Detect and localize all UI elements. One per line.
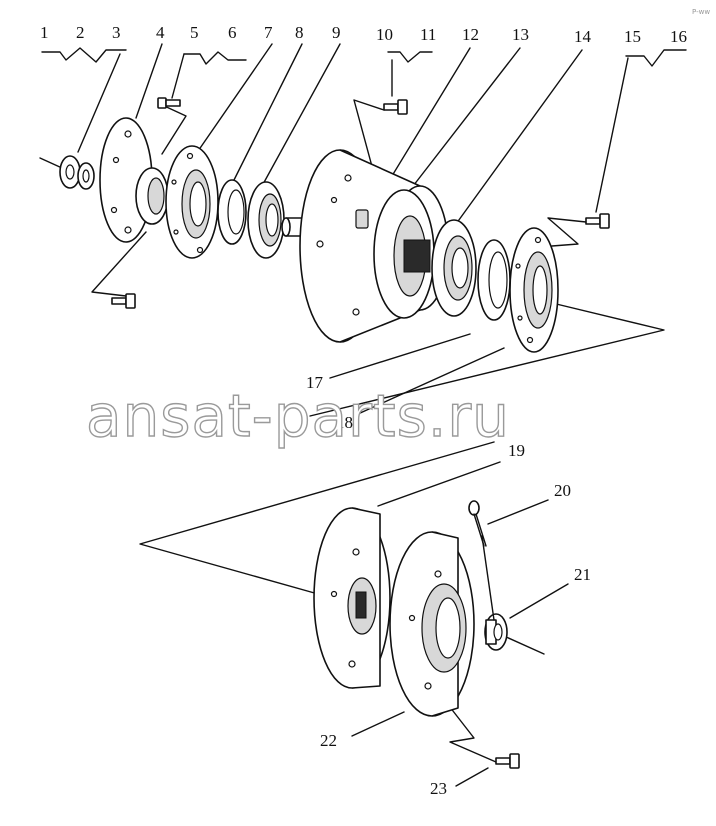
leader-21	[509, 583, 569, 619]
leader-14	[455, 49, 583, 225]
bolt-lower-left	[111, 293, 136, 309]
cotter-pin-20	[468, 500, 487, 547]
flange-plate	[165, 145, 219, 259]
leader-7	[195, 43, 273, 155]
axis-lower-right	[503, 635, 545, 655]
leader-9	[261, 43, 341, 187]
sleeve-13	[373, 189, 435, 319]
callout-12: 12	[462, 25, 479, 44]
callout-11: 11	[420, 25, 436, 44]
callout-4: 4	[156, 23, 165, 42]
callout-labels: 1 2 3 4 5 6 7 8 9 10 11 12 13 14 15 16 1…	[40, 23, 687, 798]
callout-9: 9	[332, 23, 341, 42]
leader-8	[233, 43, 303, 181]
mating-flange-22	[389, 531, 475, 717]
callout-22: 22	[320, 731, 337, 750]
leader-lines	[39, 43, 687, 787]
end-cover	[509, 227, 559, 353]
callout-21: 21	[574, 565, 591, 584]
callout-5: 5	[190, 23, 199, 42]
leader-13	[409, 47, 521, 191]
bolt-15-pointer	[547, 217, 587, 247]
bolt-5	[157, 97, 181, 109]
ring-8	[217, 179, 247, 245]
callout-15: 15	[624, 27, 641, 46]
callout-8: 8	[295, 23, 304, 42]
leader-20	[487, 499, 549, 525]
callout-10: 10	[376, 25, 393, 44]
callout-23: 23	[430, 779, 447, 798]
bolt-5-pointer	[159, 103, 187, 155]
axis-upper-right	[309, 301, 665, 417]
bolt-15	[585, 213, 610, 229]
lower-assembly	[313, 500, 520, 769]
ring-upper	[477, 239, 511, 321]
corner-mark: P-ww	[692, 8, 710, 16]
leader-10-11	[387, 51, 433, 63]
upper-assembly	[59, 97, 610, 353]
leader-23	[455, 767, 489, 787]
leader-18	[357, 347, 505, 415]
callout-7: 7	[264, 23, 273, 42]
nut-and-washer	[59, 155, 95, 190]
leader-4	[135, 43, 163, 119]
axis-lower-left	[139, 441, 495, 595]
flanged-hub	[99, 117, 169, 243]
callout-19: 19	[508, 441, 525, 460]
bolt-lower-pointer	[91, 231, 147, 297]
watermark: ansat-parts.ru	[86, 382, 510, 450]
callout-16: 16	[670, 27, 687, 46]
bearing-9	[247, 181, 285, 259]
callout-20: 20	[554, 481, 571, 500]
castle-nut-21	[481, 535, 508, 651]
leader-22	[351, 711, 405, 737]
callout-18: 18	[336, 413, 353, 432]
callout-13: 13	[512, 25, 529, 44]
leader-3	[77, 53, 121, 153]
callout-17: 17	[306, 373, 324, 392]
leader-19	[377, 461, 501, 507]
callout-3: 3	[112, 23, 121, 42]
callout-6: 6	[228, 23, 237, 42]
leader-15	[595, 57, 629, 213]
leader-5-6	[183, 51, 247, 65]
leader-15-16	[625, 49, 687, 67]
bolt-23	[495, 753, 520, 769]
callout-1: 1	[40, 23, 49, 42]
bolt-23-pointer	[445, 701, 497, 763]
leader-17	[329, 333, 471, 379]
callout-2: 2	[76, 23, 85, 42]
bolt-10	[383, 99, 408, 115]
bearing-14	[431, 219, 477, 317]
axis-left	[39, 157, 63, 169]
leader-5	[171, 53, 185, 99]
callout-14: 14	[574, 27, 592, 46]
leader-1-3	[41, 47, 127, 63]
drive-flange-19	[313, 507, 391, 689]
